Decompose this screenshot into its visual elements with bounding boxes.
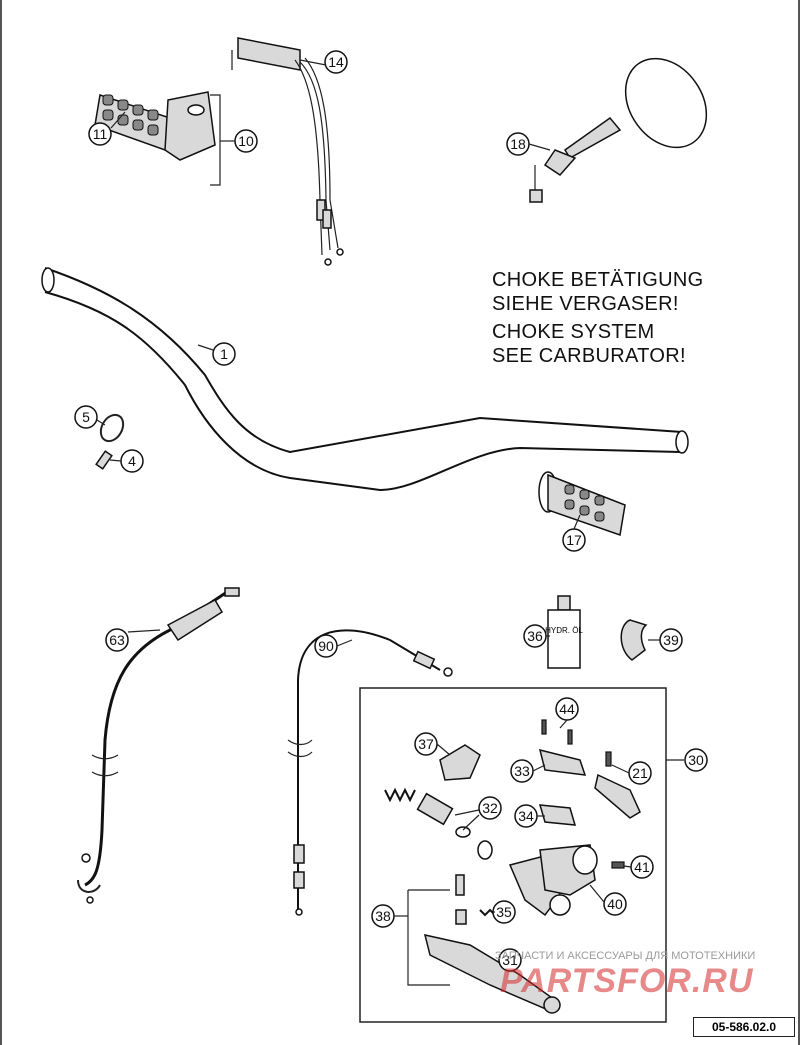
left-grip-part xyxy=(538,471,626,537)
svg-text:11: 11 xyxy=(93,126,108,142)
svg-text:37: 37 xyxy=(418,736,434,752)
svg-text:18: 18 xyxy=(510,136,526,152)
callout-34: 34 xyxy=(514,804,538,828)
callout-41: 41 xyxy=(630,855,654,879)
brake-parts xyxy=(384,719,641,1014)
svg-text:1: 1 xyxy=(220,346,228,362)
svg-text:21: 21 xyxy=(632,765,648,781)
callout-39: 39 xyxy=(659,628,683,652)
svg-text:40: 40 xyxy=(607,896,623,912)
svg-text:90: 90 xyxy=(318,638,334,654)
callout-4: 4 xyxy=(120,449,144,473)
choke-note-en-line1: CHOKE SYSTEM xyxy=(492,321,655,343)
svg-text:33: 33 xyxy=(514,763,530,779)
callout-30: 30 xyxy=(684,748,708,772)
callout-14: 14 xyxy=(324,50,348,74)
choke-note-de-line2: SIEHE VERGASER! xyxy=(492,293,679,315)
choke-note-en-line2: SEE CARBURATOR! xyxy=(492,345,686,367)
callout-5: 5 xyxy=(74,405,98,429)
svg-text:36: 36 xyxy=(527,628,543,644)
callout-35: 35 xyxy=(492,900,516,924)
drawing-reference-number: 05-586.02.0 xyxy=(693,1017,795,1037)
svg-text:30: 30 xyxy=(688,752,704,768)
svg-text:14: 14 xyxy=(328,54,344,70)
svg-text:32: 32 xyxy=(482,800,498,816)
svg-text:4: 4 xyxy=(128,453,136,469)
clip-part xyxy=(95,413,125,470)
hydraulic-oil-bottle: HYDR. ÖL xyxy=(545,595,583,669)
handlebar-part xyxy=(41,267,689,492)
svg-text:31: 31 xyxy=(502,952,518,968)
throttle-cable-part xyxy=(231,37,344,266)
callout-1: 1 xyxy=(212,342,236,366)
callout-32: 32 xyxy=(478,796,502,820)
svg-text:35: 35 xyxy=(496,904,512,920)
bottle-label: HYDR. ÖL xyxy=(545,626,583,635)
mirror-part xyxy=(529,57,708,203)
callout-11: 11 xyxy=(88,122,112,146)
callout-21: 21 xyxy=(628,761,652,785)
watermark-text: ЗАПЧАСТИ И АКСЕССУАРЫ ДЛЯ МОТОТЕХНИКИ xyxy=(495,950,756,962)
callout-31: 31 xyxy=(498,948,522,972)
brake-group-box xyxy=(359,687,667,1023)
callout-36: 36 xyxy=(523,624,547,648)
callout-37: 37 xyxy=(414,732,438,756)
svg-text:41: 41 xyxy=(634,859,650,875)
callout-18: 18 xyxy=(506,132,530,156)
callout-40: 40 xyxy=(603,892,627,916)
svg-text:38: 38 xyxy=(375,908,391,924)
throttle-grip-part xyxy=(94,91,221,186)
frame-right-edge xyxy=(798,0,800,1045)
callouts: 1 4 5 10 11 14 17 18 21 30 31 32 33 34 3… xyxy=(74,50,708,972)
watermark-logo: PARTSFOR.RU xyxy=(500,962,754,1000)
callout-90: 90 xyxy=(314,634,338,658)
callout-38: 38 xyxy=(371,904,395,928)
callout-10: 10 xyxy=(234,129,258,153)
svg-text:63: 63 xyxy=(109,632,125,648)
svg-text:5: 5 xyxy=(82,409,90,425)
callout-63: 63 xyxy=(105,628,129,652)
svg-text:34: 34 xyxy=(518,808,534,824)
frame-left-edge xyxy=(0,0,2,1045)
svg-text:44: 44 xyxy=(559,701,575,717)
callout-17: 17 xyxy=(562,528,586,552)
clamp-part xyxy=(620,619,648,661)
svg-text:17: 17 xyxy=(566,532,582,548)
choke-note-de-line1: CHOKE BETÄTIGUNG xyxy=(492,269,704,291)
cable-63-part xyxy=(77,587,240,904)
svg-text:10: 10 xyxy=(238,133,254,149)
svg-text:39: 39 xyxy=(663,632,679,648)
cable-90-part xyxy=(287,629,453,916)
callout-33: 33 xyxy=(510,759,534,783)
leader-lines xyxy=(96,59,660,917)
callout-44: 44 xyxy=(555,697,579,721)
